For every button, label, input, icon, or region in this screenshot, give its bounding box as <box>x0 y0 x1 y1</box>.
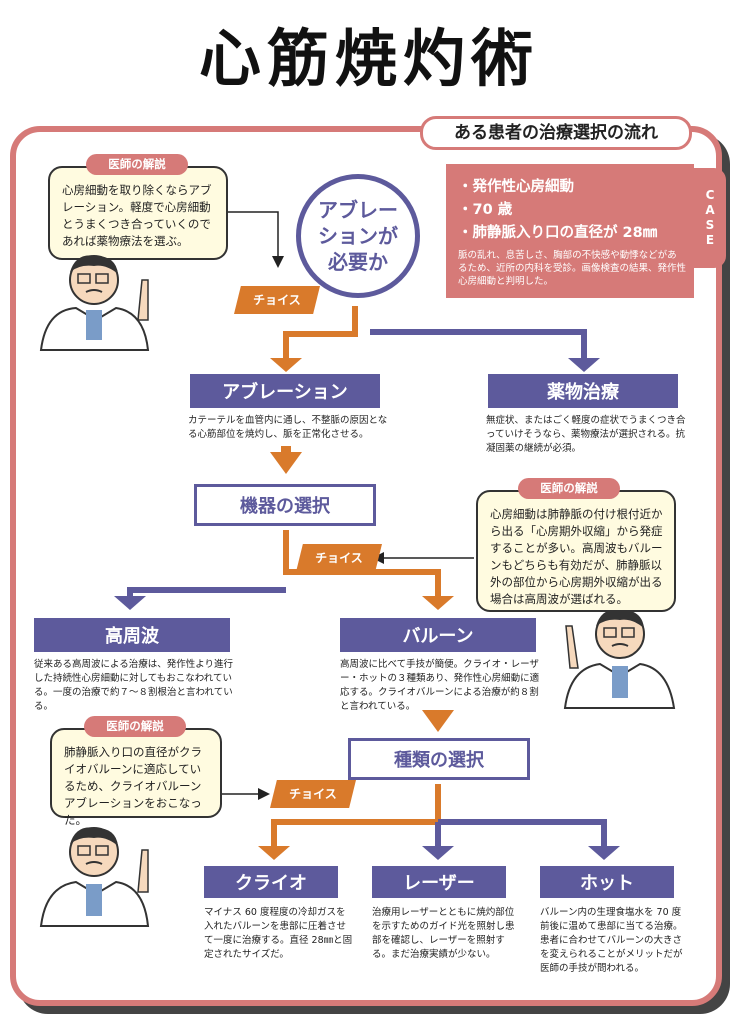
case-letter: A <box>705 203 715 217</box>
ablation-node: アブレーション <box>190 374 380 408</box>
rf-node: 高周波 <box>34 618 230 652</box>
arrow-head <box>588 846 620 860</box>
arrow-head <box>422 846 454 860</box>
comment-text: 心房細動は肺静脈の付け根付近から出る「心房期外収縮」から発症することが多い。高周… <box>490 507 663 606</box>
comment-text: 心房細動を取り除くならアブレーション。軽度で心房細動とうまくつき合っていくのであ… <box>62 183 212 248</box>
drug-desc: 無症状、またはごく軽度の症状でうまくつき合っていけそうなら、薬物療法が選択される… <box>486 415 686 454</box>
patient-description: 脈の乱れ、息苦しさ、胸部の不快感や動悸などがあるため、近所の内科を受診。画像検査… <box>458 250 687 287</box>
cryo-node: クライオ <box>204 866 338 898</box>
device-select-node: 機器の選択 <box>194 484 376 526</box>
doctor-badge: 医師の解説 <box>518 478 620 499</box>
arrow-head <box>270 358 302 372</box>
patient-point: ・肺静脈入り口の直径が 28㎜ <box>458 225 658 241</box>
balloon-desc: 高周波に比べて手技が簡便。クライオ・レーザー・ホットの３種類あり、発作性心房細動… <box>340 659 540 712</box>
cryo-desc: マイナス 60 度程度の冷却ガスを入れたバルーンを患部に圧着させて一度に治療する… <box>204 907 353 960</box>
ablation-desc: カテーテルを血管内に通し、不整脈の原因となる心筋部位を焼灼し、脈を正常化させる。 <box>188 415 388 440</box>
case-tab: C A S E <box>694 168 726 268</box>
patient-point: ・70 歳 <box>458 202 513 218</box>
doctor-comment-2: 心房細動は肺静脈の付け根付近から出る「心房期外収縮」から発症することが多い。高周… <box>476 490 676 612</box>
arrow-head <box>422 710 454 732</box>
patient-point: ・発作性心房細動 <box>458 179 574 195</box>
doctor-comment-3: 肺静脈入り口の直径がクライオバルーンに適応しているため、クライオバルーンアブレー… <box>50 728 222 827</box>
choice-tag: チョイス <box>270 780 356 808</box>
arrow-head <box>422 596 454 610</box>
case-letter: C <box>705 188 715 202</box>
doctor-badge: 医師の解説 <box>84 716 186 737</box>
case-letter: E <box>705 233 715 247</box>
arrow-head <box>114 596 146 610</box>
drug-node: 薬物治療 <box>488 374 678 408</box>
hot-node: ホット <box>540 866 674 898</box>
arrow-head <box>258 846 290 860</box>
arrow-head <box>270 452 302 474</box>
laser-node: レーザー <box>372 866 506 898</box>
choice-tag: チョイス <box>234 286 320 314</box>
arrow-head <box>568 358 600 372</box>
laser-desc: 治療用レーザーとともに焼灼部位を示すためのガイド光を照射し患部を確認し、レーザー… <box>372 907 515 960</box>
patient-card: ・発作性心房細動 ・70 歳 ・肺静脈入り口の直径が 28㎜ 脈の乱れ、息苦しさ… <box>446 164 694 298</box>
flow-title: ある患者の治療選択の流れ <box>420 116 692 150</box>
balloon-node: バルーン <box>340 618 536 652</box>
hot-desc: バルーン内の生理食塩水を 70 度前後に温めて患部に当てる治療。患者に合わせてバ… <box>540 907 683 974</box>
comment-text: 肺静脈入り口の直径がクライオバルーンに適応しているため、クライオバルーンアブレー… <box>64 745 202 827</box>
question-node: アブレー ションが 必要か <box>296 174 420 298</box>
choice-tag: チョイス <box>296 544 382 572</box>
type-select-node: 種類の選択 <box>348 738 530 780</box>
doctor-badge: 医師の解説 <box>86 154 188 175</box>
rf-desc: 従来ある高周波による治療は、発作性より進行した持続性心房細動に対してもおこなわれ… <box>34 659 234 712</box>
case-letter: S <box>705 218 715 232</box>
page-title: 心筋焼灼術 <box>198 22 539 95</box>
doctor-comment-1: 心房細動を取り除くならアブレーション。軽度で心房細動とうまくつき合っていくのであ… <box>48 166 228 260</box>
